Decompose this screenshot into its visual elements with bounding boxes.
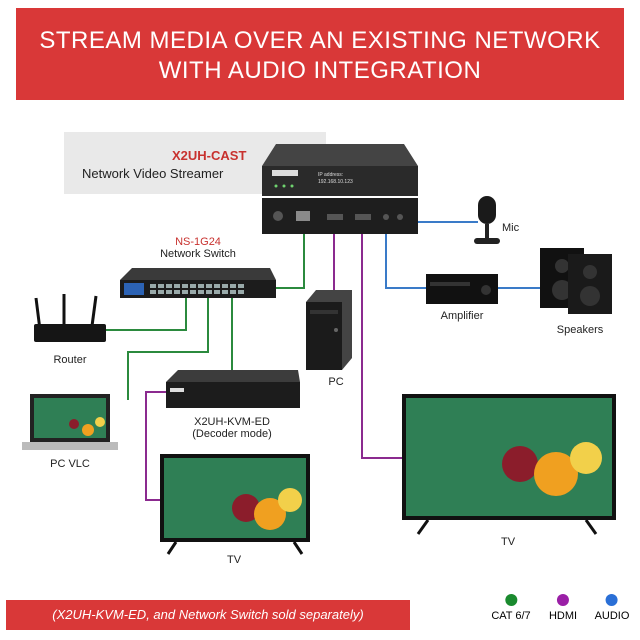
legend-item-audio: AUDIO — [595, 594, 630, 622]
speakers-label: Speakers — [557, 324, 603, 336]
decoder-device — [166, 370, 300, 408]
switch-model: NS-1G24 — [175, 236, 221, 248]
laptop-pc-vlc — [22, 394, 118, 450]
streamer-device: IP address: 192.168.10.123 — [262, 144, 418, 234]
tv-small-label: TV — [227, 554, 241, 566]
audio-dot-icon — [606, 594, 618, 606]
legend-item-hdmi: HDMI — [549, 594, 577, 622]
decoder-label: X2UH-KVM-ED (Decoder mode) — [192, 416, 271, 440]
decoder-model: X2UH-KVM-ED — [194, 416, 270, 428]
sold-separately-note: (X2UH-KVM-ED, and Network Switch sold se… — [6, 600, 410, 630]
switch-name: Network Switch — [160, 248, 236, 260]
audio-cable-amplifier — [386, 232, 426, 288]
amplifier-label: Amplifier — [441, 310, 484, 322]
amplifier — [426, 274, 498, 304]
mic-label: Mic — [502, 222, 519, 234]
hdmi-dot-icon — [557, 594, 569, 606]
tv-large-label: TV — [501, 536, 515, 548]
tv-large — [402, 394, 616, 534]
streamer-ip-label: IP address: — [318, 172, 343, 178]
legend-item-cat: CAT 6/7 — [491, 594, 530, 622]
router — [34, 294, 106, 342]
decoder-mode: (Decoder mode) — [192, 428, 271, 440]
speakers — [540, 248, 612, 314]
hdmi-cable-large-tv — [362, 232, 402, 458]
streamer-ip-value: 192.168.10.123 — [318, 179, 353, 185]
router-label: Router — [53, 354, 86, 366]
network-switch — [120, 268, 276, 298]
legend-label-cat: CAT 6/7 — [491, 610, 530, 622]
switch-label: NS-1G24 Network Switch — [160, 236, 236, 260]
legend-label-hdmi: HDMI — [549, 610, 577, 622]
cat-cable-switch-router — [104, 298, 186, 330]
pc-vlc-label: PC VLC — [50, 458, 90, 470]
pc-label: PC — [328, 376, 343, 388]
tv-small — [160, 454, 310, 554]
cat-cable-streamer-switch — [272, 232, 304, 288]
legend-label-audio: AUDIO — [595, 610, 630, 622]
microphone — [474, 196, 500, 244]
pc-tower — [306, 290, 352, 370]
cat-dot-icon — [505, 594, 517, 606]
